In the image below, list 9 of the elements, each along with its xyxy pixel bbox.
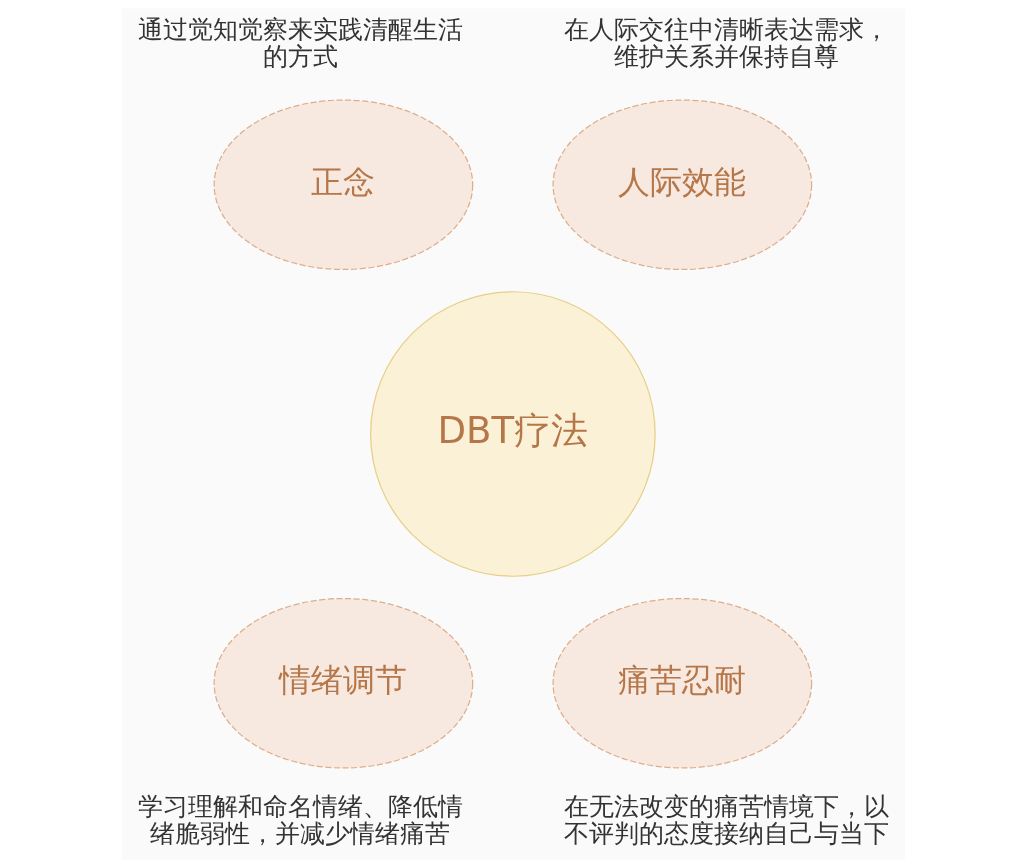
node-label: 通过觉知觉察来实践清醒生活的方式 (137, 15, 463, 72)
node-label: 在无法改变的痛苦情境下，以不评判的态度接纳自己与当下 (563, 791, 889, 849)
node-ellipse: 痛苦忍耐 (551, 597, 812, 769)
node-circle: DBT疗法 (369, 291, 656, 577)
node-ellipse: 正念 (213, 99, 473, 271)
node-label: 学习理解和命名情绪、降低情绪脆弱性，并减少情绪痛苦 (137, 791, 463, 849)
node-ellipse: 人际效能 (551, 99, 812, 271)
node-label: 在人际交往中清晰表达需求，维护关系并保持自尊 (563, 15, 889, 72)
node-ellipse: 情绪调节 (213, 597, 473, 769)
